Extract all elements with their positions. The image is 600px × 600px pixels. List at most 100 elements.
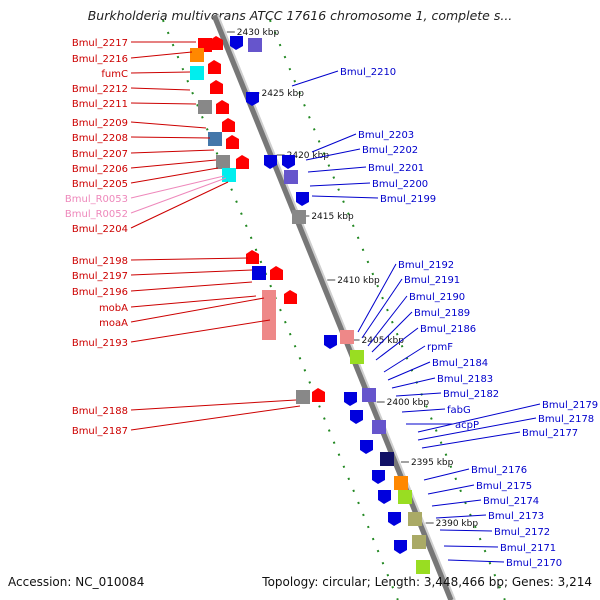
right-gene-leader [361, 278, 403, 339]
right-gene-label: Bmul_2172 [494, 527, 550, 538]
reverse-gene-arrow [372, 470, 385, 484]
reverse-gene-arrow [296, 192, 309, 206]
forward-gene-box [208, 132, 222, 146]
reverse-gene-box [340, 330, 354, 344]
right-gene-label: Bmul_2173 [488, 511, 544, 522]
forward-gene-arrow [246, 250, 259, 264]
right-gene-leader [291, 70, 339, 87]
right-gene-label: Bmul_2201 [368, 163, 424, 174]
kbp-label: 2410 kbp [337, 276, 380, 286]
right-gene-leader [421, 431, 521, 449]
left-gene-label: Bmul_2209 [72, 118, 128, 129]
left-gene-leader [130, 269, 253, 276]
reverse-gene-arrow [324, 335, 337, 349]
backbone-line [211, 13, 456, 600]
left-gene-label: Bmul_2188 [72, 406, 128, 417]
reverse-gene-box [292, 210, 306, 224]
reverse-gene-arrow [350, 410, 363, 424]
forward-gene-arrow [210, 80, 223, 94]
reverse-gene-box [372, 420, 386, 434]
forward-gene-arrow [222, 118, 235, 132]
kbp-label: 2430 kbp [237, 28, 280, 38]
left-gene-leader [130, 71, 191, 74]
forward-gene-arrow [270, 266, 283, 280]
right-gene-label: Bmul_2192 [398, 260, 454, 271]
forward-gene-box [262, 290, 276, 340]
left-gene-leader [130, 175, 225, 199]
left-gene-label: Bmul_2193 [72, 338, 128, 349]
reverse-gene-box [398, 490, 412, 504]
left-gene-leader [130, 121, 207, 129]
right-gene-leader [443, 545, 499, 548]
left-gene-leader [130, 177, 227, 214]
forward-gene-arrow [216, 100, 229, 114]
reverse-gene-box [350, 350, 364, 364]
right-gene-label: Bmul_2177 [522, 428, 578, 439]
forward-gene-box [296, 390, 310, 404]
left-gene-label: Bmul_2198 [72, 256, 128, 267]
left-gene-leader [130, 51, 193, 59]
left-gene-label: Bmul_2206 [72, 164, 128, 175]
forward-gene-box [190, 66, 204, 80]
left-gene-label: Bmul_2196 [72, 287, 128, 298]
right-gene-leader [439, 529, 493, 532]
right-gene-label: fabG [447, 405, 471, 416]
right-gene-leader [305, 148, 361, 161]
reverse-gene-arrow [264, 155, 277, 169]
right-gene-label: Bmul_2202 [362, 145, 418, 156]
left-gene-label: Bmul_2207 [72, 149, 128, 160]
reverse-gene-arrow [282, 155, 295, 169]
backbone-highlight [216, 14, 456, 600]
reverse-gene-arrow [230, 36, 243, 50]
reverse-gene-arrow [388, 512, 401, 526]
right-gene-leader [431, 499, 482, 507]
reverse-gene-box [362, 388, 376, 402]
right-gene-leader [307, 166, 367, 173]
right-gene-label: Bmul_2203 [358, 130, 414, 141]
right-gene-leader [423, 468, 470, 481]
reverse-gene-arrow [378, 490, 391, 504]
right-gene-label: Bmul_2210 [340, 67, 396, 78]
topology-value: circular; [322, 575, 371, 589]
left-gene-label: Bmul_2197 [72, 271, 128, 282]
kbp-label: 2415 kbp [311, 212, 354, 222]
left-gene-label: Bmul_2217 [72, 38, 128, 49]
left-gene-leader [130, 87, 191, 91]
right-gene-label: Bmul_2183 [437, 374, 493, 385]
left-gene-label: Bmul_2205 [72, 179, 128, 190]
accession-label: Accession: [8, 575, 72, 589]
topology-label: Topology: [262, 575, 319, 589]
left-gene-leader [130, 281, 253, 292]
right-gene-label: Bmul_2189 [414, 308, 470, 319]
forward-gene-arrow [236, 155, 249, 169]
forward-gene-box [190, 48, 204, 62]
right-gene-label: Bmul_2186 [420, 324, 476, 335]
right-gene-leader [383, 345, 426, 373]
reverse-gene-box [408, 512, 422, 526]
left-gene-leader [130, 405, 301, 431]
left-gene-leader [130, 102, 197, 105]
kbp-label: 2400 kbp [387, 398, 430, 408]
reverse-gene-arrow [360, 440, 373, 454]
right-gene-leader [401, 408, 446, 413]
left-gene-leader [130, 295, 257, 308]
length-label: Length: [374, 575, 421, 589]
reverse-gene-box [284, 170, 298, 184]
left-gene-label: mobA [99, 303, 128, 314]
left-gene-leader [130, 136, 211, 139]
map-title: Burkholderia multivorans ATCC 17616 chro… [87, 8, 513, 23]
right-gene-leader [357, 263, 397, 333]
right-gene-leader [387, 361, 431, 381]
forward-gene-box [252, 266, 266, 280]
right-gene-leader [417, 403, 541, 433]
kbp-label: 2425 kbp [262, 89, 305, 99]
forward-gene-box [222, 168, 236, 182]
left-gene-label: fumC [101, 69, 128, 80]
left-gene-leader [130, 399, 297, 411]
kbp-label: 2395 kbp [411, 458, 454, 468]
right-gene-leader [417, 417, 537, 441]
reverse-gene-arrow [246, 92, 259, 106]
right-scale-track [269, 19, 506, 600]
right-gene-label: rpmF [427, 342, 453, 353]
left-gene-label: moaA [99, 318, 128, 329]
